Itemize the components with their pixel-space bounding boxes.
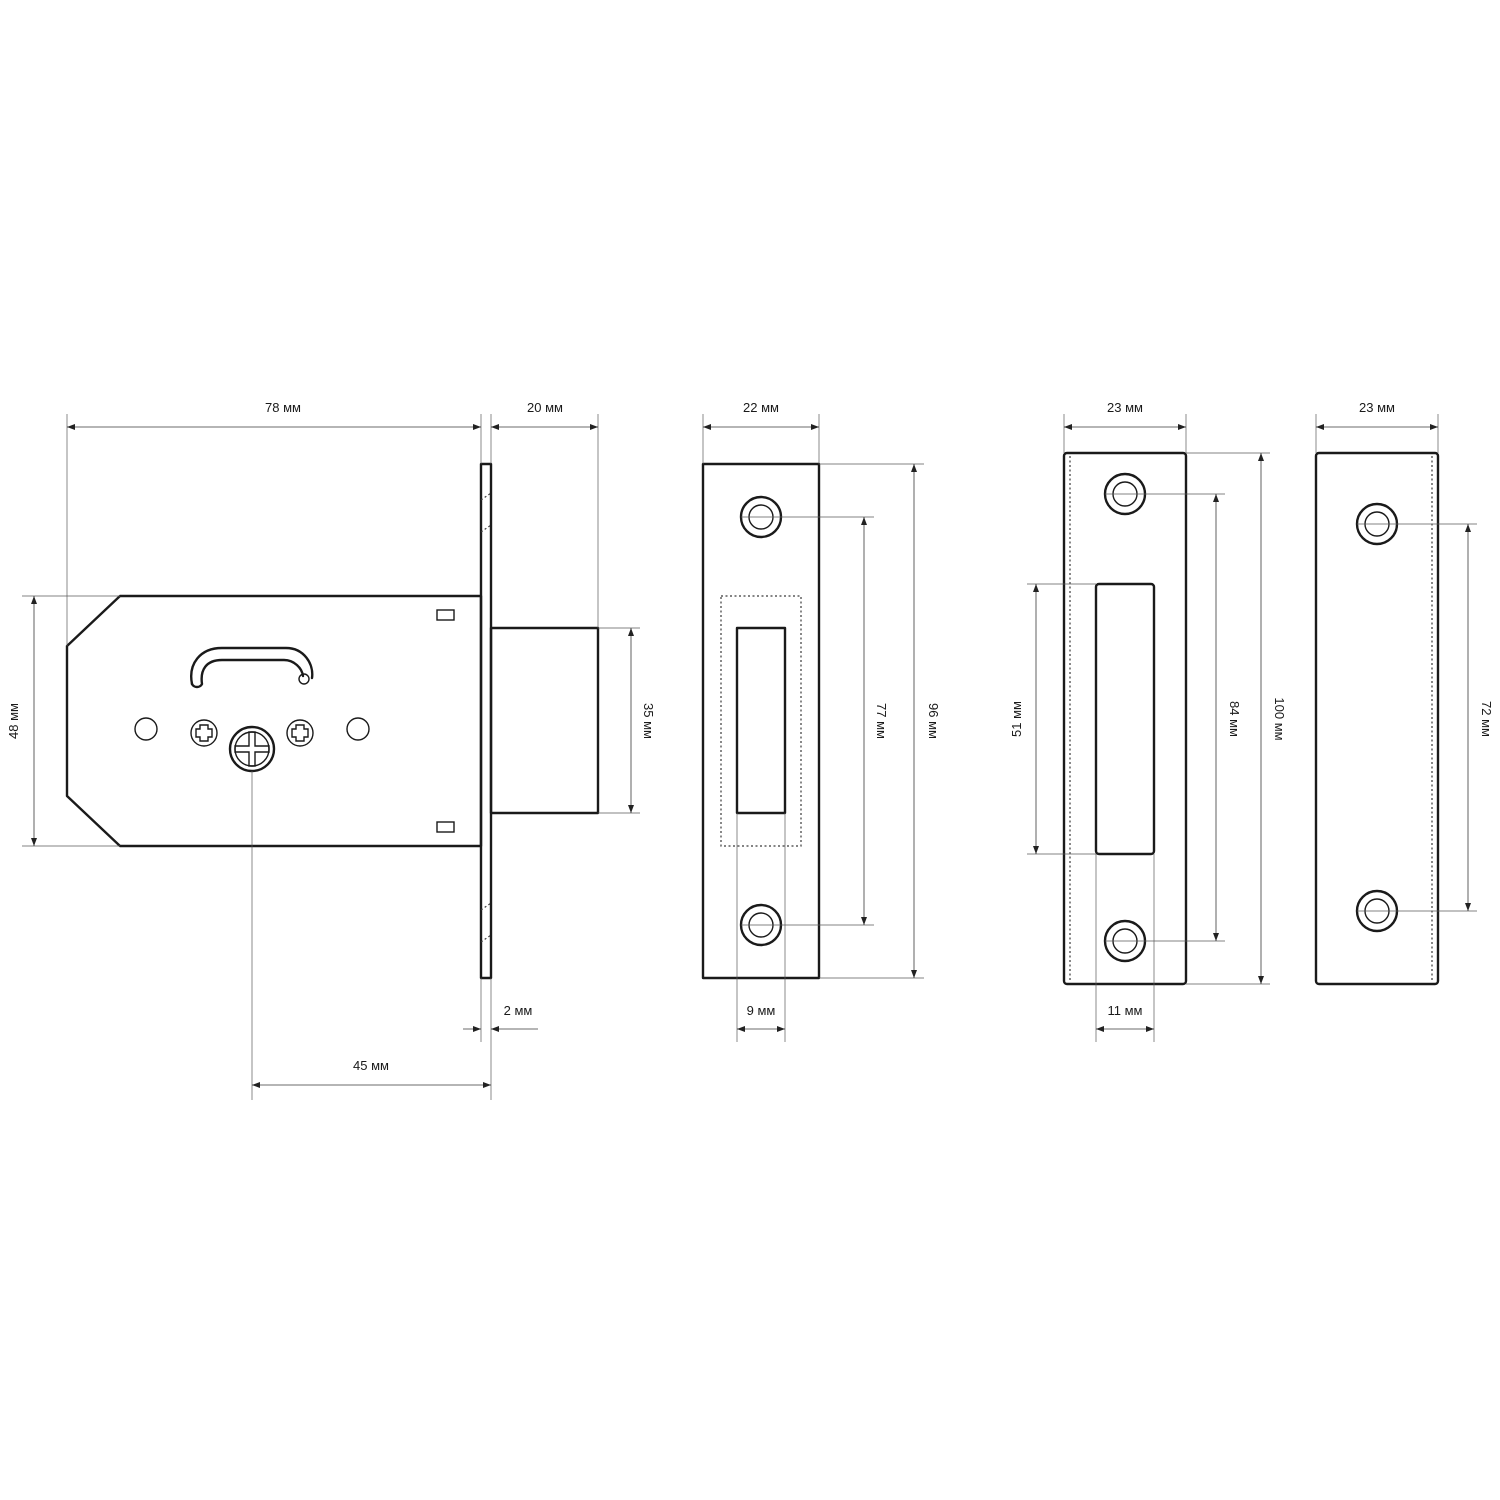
- faceplate-hidden-bolt-outline: [720, 595, 802, 847]
- mounting-hole-left: [134, 717, 158, 741]
- label-faceplate-slot-width: 9 мм: [747, 1003, 776, 1018]
- label-bolt-throw: 20 мм: [527, 400, 563, 415]
- dimension-backset: 45 мм: [251, 771, 491, 1100]
- dimension-strike-width: 23 мм: [1063, 400, 1187, 453]
- label-body-height: 48 мм: [6, 703, 21, 739]
- faceplate-outline: [701, 462, 821, 980]
- lock-case-outline: [65, 594, 483, 848]
- cover-plate-outline: [1314, 451, 1440, 986]
- spring-hook: [190, 646, 314, 686]
- label-backset: 45 мм: [353, 1058, 389, 1073]
- label-strike-opening-width: 11 мм: [1108, 1003, 1143, 1018]
- strike-plate-view: 23 мм 51 мм 84 мм 100 мм: [1009, 400, 1287, 1042]
- dimension-faceplate-height: 96 мм: [819, 463, 941, 979]
- dimension-body-height: 48 мм: [6, 595, 120, 847]
- dimension-faceplate-slot-width: 9 мм: [736, 813, 786, 1042]
- label-faceplate-thickness: 2 мм: [504, 1003, 533, 1018]
- dimension-cover-width: 23 мм: [1315, 400, 1439, 453]
- label-faceplate-hole-spacing: 77 мм: [874, 703, 889, 739]
- label-cover-hole-spacing: 72 мм: [1479, 701, 1494, 737]
- keyhole-icon: [228, 725, 276, 773]
- screw-icon: [190, 719, 218, 747]
- lock-body-view: 78 мм 20 мм 48 мм 35 мм: [6, 400, 656, 1100]
- strike-plate-outline: [1062, 451, 1188, 986]
- label-lock-body-width: 78 мм: [265, 400, 301, 415]
- label-strike-opening-height: 51 мм: [1009, 701, 1024, 737]
- faceplate-profile: [479, 462, 493, 980]
- strike-plate-opening: [1094, 582, 1156, 856]
- screw-icon: [286, 719, 314, 747]
- dimension-body-width: 78 мм: [66, 400, 482, 646]
- label-strike-width: 23 мм: [1107, 400, 1143, 415]
- rivet-slot-bottom: [436, 821, 455, 833]
- mounting-hole-right: [346, 717, 370, 741]
- faceplate-hidden-marks: [480, 492, 492, 943]
- dimension-strike-opening-width: 11 мм: [1095, 854, 1155, 1042]
- label-faceplate-width: 22 мм: [743, 400, 779, 415]
- faceplate-bolt-slot: [735, 626, 787, 815]
- deadbolt: [489, 626, 600, 815]
- cover-plate-view: 23 мм 72 мм: [1314, 400, 1494, 986]
- dimension-strike-height: 100 мм: [1186, 452, 1287, 985]
- label-cover-width: 23 мм: [1359, 400, 1395, 415]
- dimension-bolt-height: 35 мм: [598, 627, 656, 814]
- rivet-slot-top: [436, 609, 455, 621]
- dimension-faceplate-hole-spacing: 77 мм: [741, 516, 889, 926]
- dimension-faceplate-thickness: 2 мм: [463, 978, 538, 1100]
- label-faceplate-height: 96 мм: [926, 703, 941, 739]
- dimension-bolt-throw: 20 мм: [490, 400, 599, 628]
- dimension-strike-hole-spacing: 84 мм: [1105, 493, 1242, 942]
- dimension-strike-opening-height: 51 мм: [1009, 583, 1096, 855]
- spring-hook-eye: [298, 673, 310, 685]
- label-strike-hole-spacing: 84 мм: [1227, 701, 1242, 737]
- label-bolt-height: 35 мм: [641, 703, 656, 739]
- dimension-cover-hole-spacing: 72 мм: [1357, 523, 1494, 912]
- faceplate-view: 22 мм 77 мм 96 мм 9 мм: [701, 400, 941, 1042]
- dimension-faceplate-width: 22 мм: [702, 400, 820, 464]
- label-strike-height: 100 мм: [1272, 697, 1287, 740]
